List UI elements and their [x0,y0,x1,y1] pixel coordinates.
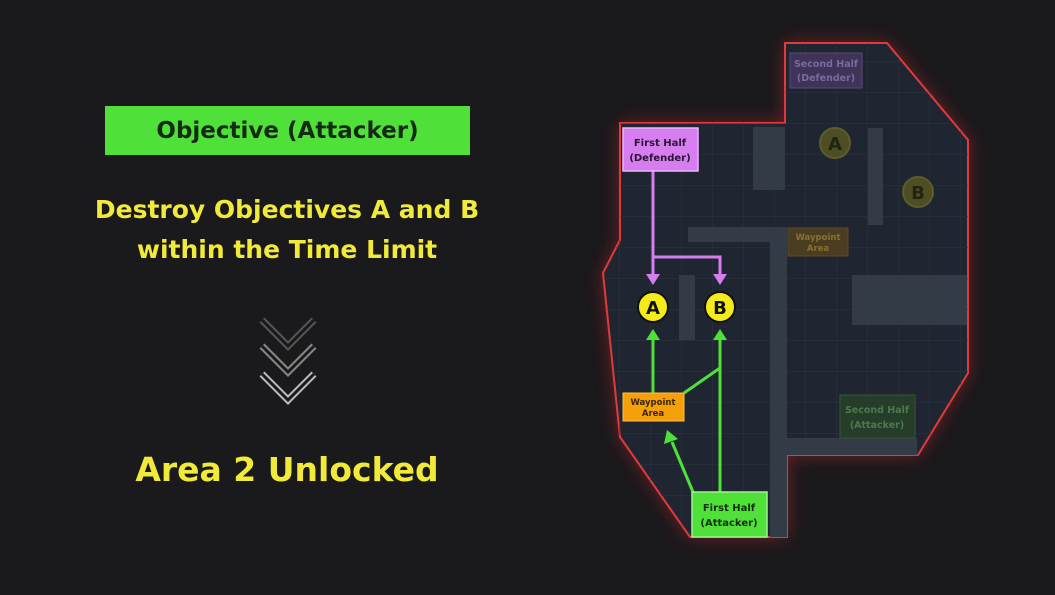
objective-badge: Objective (Attacker) [105,106,470,155]
second-half-defender-box: Second Half (Defender) [789,52,863,89]
map: Second Half (Defender) A B Waypoint Area… [601,42,969,538]
objective-b-marker: B [704,291,736,323]
chevron-down-icon [259,317,317,405]
svg-text:First Half: First Half [634,138,687,149]
second-half-attacker-box: Second Half (Attacker) [839,394,916,439]
svg-text:Area: Area [642,409,665,419]
area-unlocked-text: Area 2 Unlocked [135,450,439,489]
arrow-head [664,430,678,444]
objective-text-line-1: Destroy Objectives A and B [94,195,480,224]
objective-a-dim: A [819,127,851,159]
svg-text:(Defender): (Defender) [797,73,855,84]
svg-text:(Attacker): (Attacker) [700,518,757,529]
first-half-attacker-box: First Half (Attacker) [691,491,768,538]
arrow-head [646,329,660,340]
first-half-defender-box: First Half (Defender) [622,127,699,172]
svg-text:B: B [713,298,727,319]
svg-text:A: A [646,298,660,319]
svg-text:(Defender): (Defender) [629,153,690,164]
arrow-head [713,329,727,340]
svg-text:(Attacker): (Attacker) [850,420,904,431]
svg-text:Second Half: Second Half [794,59,859,70]
objective-a-marker: A [637,291,669,323]
svg-text:Area: Area [807,244,830,254]
arrow-head [646,274,660,285]
waypoint-area-dim: Waypoint Area [787,227,849,257]
defender-arrows [651,171,722,276]
svg-text:Waypoint: Waypoint [630,398,675,408]
svg-text:Second Half: Second Half [845,405,910,416]
svg-text:A: A [828,134,842,155]
svg-text:Waypoint: Waypoint [795,233,840,243]
objective-b-dim: B [902,176,934,208]
objective-text-line-2: within the Time Limit [136,235,438,264]
svg-text:B: B [911,183,925,204]
walls [679,127,967,537]
attacker-arrows [651,337,722,493]
waypoint-area-box: Waypoint Area [622,392,685,422]
arrow-head [713,274,727,285]
svg-text:First Half: First Half [703,503,756,514]
